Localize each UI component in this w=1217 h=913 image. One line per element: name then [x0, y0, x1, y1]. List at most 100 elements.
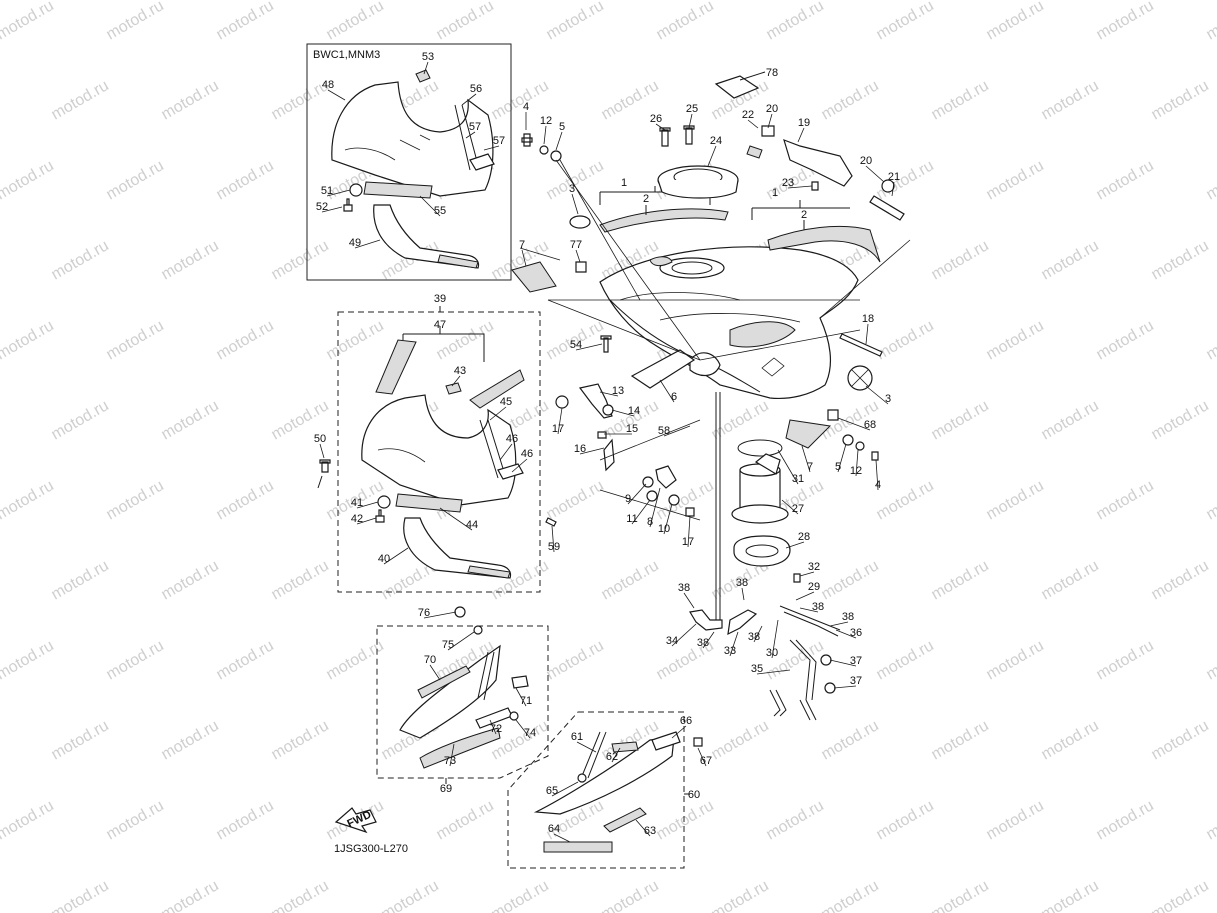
callout-64: 64 [548, 823, 560, 835]
callout-47: 47 [434, 319, 446, 331]
leader-line [663, 503, 673, 535]
leader-line [451, 375, 461, 387]
callout-61: 61 [571, 731, 583, 743]
leader-line [795, 591, 815, 601]
callout-38: 38 [697, 637, 709, 649]
leader-line [767, 113, 773, 129]
watermark-text: motod.ru [929, 397, 992, 443]
callout-37: 37 [850, 655, 862, 667]
watermark-text: motod.ru [489, 877, 552, 913]
watermark-text: motod.ru [764, 797, 827, 843]
leader-line [671, 623, 697, 647]
leader-line [829, 621, 849, 627]
callout-57: 57 [493, 135, 505, 147]
leader-line [663, 425, 691, 437]
callout-50: 50 [314, 433, 326, 445]
leader-line [423, 611, 457, 619]
rear-bracket-part [642, 465, 695, 517]
inset-bwc1-mnm3: BWC1,MNM3 [306, 43, 512, 281]
callout-54: 54 [570, 339, 582, 351]
leader-line [753, 625, 763, 643]
callout-68: 68 [864, 419, 876, 431]
watermark-text: motod.ru [1204, 0, 1217, 43]
watermark-text: motod.ru [874, 797, 937, 843]
leader-line [829, 659, 857, 667]
callout-72: 72 [490, 723, 502, 735]
watermark-text: motod.ru [104, 637, 167, 683]
leader-line [515, 719, 531, 739]
leader-line [741, 587, 745, 601]
leader-line [697, 747, 707, 767]
callout-11: 11 [626, 513, 637, 525]
callout-2: 2 [643, 193, 649, 205]
watermark-text: motod.ru [654, 0, 717, 43]
callout-26: 26 [650, 113, 662, 125]
leader-line [439, 507, 473, 531]
watermark-text: motod.ru [984, 157, 1047, 203]
callout-34: 34 [666, 635, 678, 647]
callout-28: 28 [798, 531, 810, 543]
watermark-text: motod.ru [709, 717, 772, 763]
watermark-text: motod.ru [709, 877, 772, 913]
watermark-text: motod.ru [1039, 397, 1102, 443]
watermark-text: motod.ru [1094, 317, 1157, 363]
leader-line [551, 781, 579, 797]
callout-67: 67 [700, 755, 712, 767]
leader-line [688, 113, 693, 129]
watermark-text: motod.ru [874, 637, 937, 683]
leader-line [326, 189, 351, 197]
watermark-text: motod.ru [1094, 477, 1157, 523]
callout-53: 53 [422, 51, 434, 63]
cowling-assembly-group [337, 306, 541, 593]
leader-line [799, 571, 815, 577]
watermark-text: motod.ru [1204, 317, 1217, 363]
leader-line [702, 631, 715, 649]
callout-32: 32 [808, 561, 820, 573]
leader-line [356, 501, 379, 509]
leader-line [837, 417, 871, 431]
leader-line [543, 125, 547, 145]
callout-38: 38 [748, 631, 760, 643]
callout-3: 3 [885, 393, 891, 405]
callout-35: 35 [751, 663, 763, 675]
callout-77: 77 [570, 239, 582, 251]
watermark-text: motod.ru [709, 397, 772, 443]
watermark-text: motod.ru [104, 797, 167, 843]
watermark-text: motod.ru [929, 877, 992, 913]
leader-line [891, 181, 895, 197]
watermark-text: motod.ru [0, 77, 2, 123]
watermark-text: motod.ru [159, 717, 222, 763]
connection-line [519, 247, 561, 261]
leader-line [781, 499, 799, 515]
callout-9: 9 [625, 493, 631, 505]
callout-42: 42 [351, 513, 363, 525]
watermark-text: motod.ru [1149, 877, 1212, 913]
watermark-text: motod.ru [214, 317, 277, 363]
callout-21: 21 [888, 171, 900, 183]
watermark-text: motod.ru [1039, 237, 1102, 283]
leader-line [635, 819, 651, 837]
callout-63: 63 [644, 825, 656, 837]
callout-58: 58 [658, 425, 670, 437]
callout-71: 71 [520, 695, 532, 707]
leader-line [649, 487, 661, 528]
callout-2: 2 [801, 209, 807, 221]
callout-73: 73 [444, 755, 456, 767]
watermark-text: motod.ru [819, 77, 882, 123]
watermark-text: motod.ru [819, 717, 882, 763]
leader-line [449, 743, 455, 767]
diagram-code: 1JSG300-L270 [334, 843, 408, 855]
connection-line [819, 239, 911, 319]
connection-line [559, 159, 641, 301]
watermark-text: motod.ru [874, 0, 937, 43]
watermark-text: motod.ru [379, 877, 442, 913]
watermark-text: motod.ru [1204, 157, 1217, 203]
watermark-text: motod.ru [324, 317, 387, 363]
watermark-text: motod.ru [764, 637, 827, 683]
fuel-tank-part [599, 246, 859, 400]
callout-6: 6 [671, 391, 677, 403]
leader-line [321, 206, 343, 213]
watermark-text: motod.ru [0, 557, 2, 603]
leader-line [865, 323, 869, 345]
